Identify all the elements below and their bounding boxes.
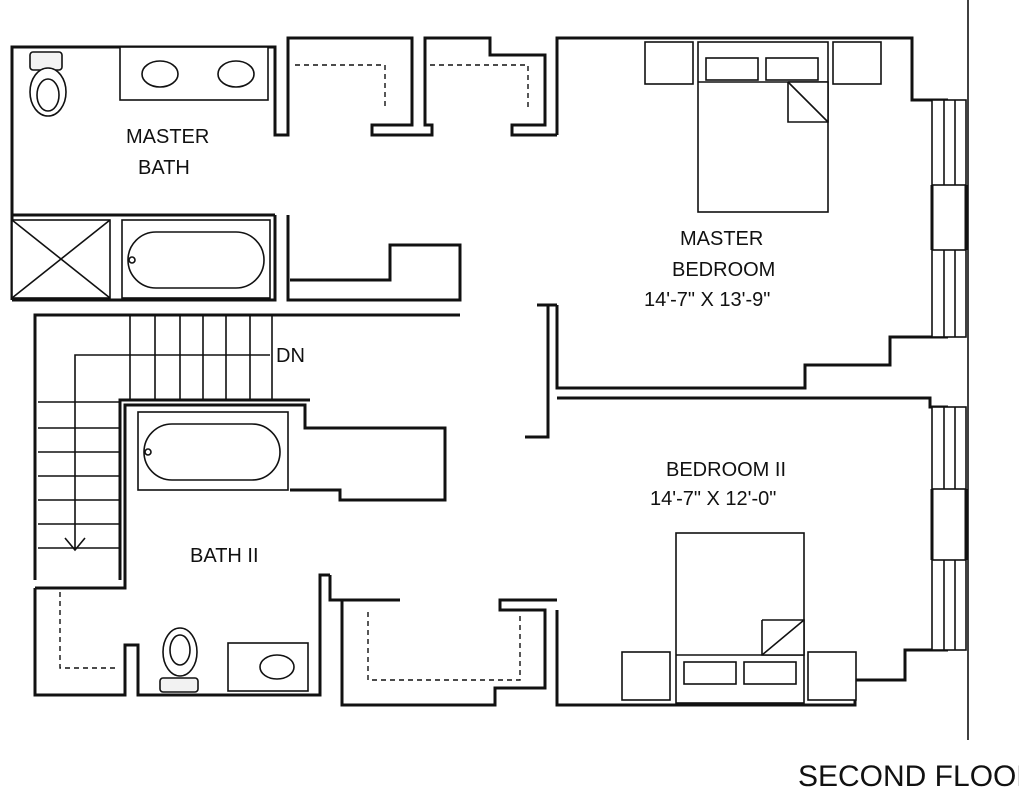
bedroom-two-dimensions: 14'-7" X 12'-0": [650, 488, 776, 510]
pillow-icon: [743, 661, 797, 685]
toilet-tank: [29, 51, 63, 71]
nightstand-icon: [644, 41, 694, 85]
top-closets: [286, 36, 557, 137]
master-bath-label-line2: BATH: [138, 157, 190, 179]
sink-icon: [141, 60, 179, 88]
master-bedroom-dimensions: 14'-7" X 13'-9": [644, 289, 770, 311]
toilet-tank: [159, 677, 199, 693]
windows: [930, 99, 968, 651]
master-bedroom-furniture: [644, 41, 882, 213]
sink-icon: [217, 60, 255, 88]
master-bath-label-line1: MASTER: [126, 126, 209, 148]
master-bath-walls: [12, 213, 462, 302]
bath-two-label: BATH II: [190, 545, 259, 567]
master-bedroom-label-line1: MASTER: [680, 228, 763, 250]
nightstand-icon: [807, 651, 857, 701]
master-bath-fixtures: [11, 46, 271, 299]
bottom-closets: [328, 575, 557, 707]
master-bedroom-label-line2: BEDROOM: [672, 259, 775, 281]
hall-walls: [33, 303, 557, 590]
bedroom-two-label: BEDROOM II: [666, 459, 786, 481]
stairs-label: DN: [276, 345, 305, 367]
bedroom-two-furniture: [621, 532, 857, 704]
nightstand-icon: [832, 41, 882, 85]
floor-title: SECOND FLOOR: [798, 760, 1019, 793]
pillow-icon: [683, 661, 737, 685]
nightstand-icon: [621, 651, 671, 701]
pillow-icon: [705, 57, 759, 81]
pillow-icon: [765, 57, 819, 81]
staircase: [38, 315, 273, 552]
bath-two-walls: [33, 573, 330, 697]
sink-icon: [259, 654, 295, 680]
bath-two-fixtures: [137, 411, 309, 693]
